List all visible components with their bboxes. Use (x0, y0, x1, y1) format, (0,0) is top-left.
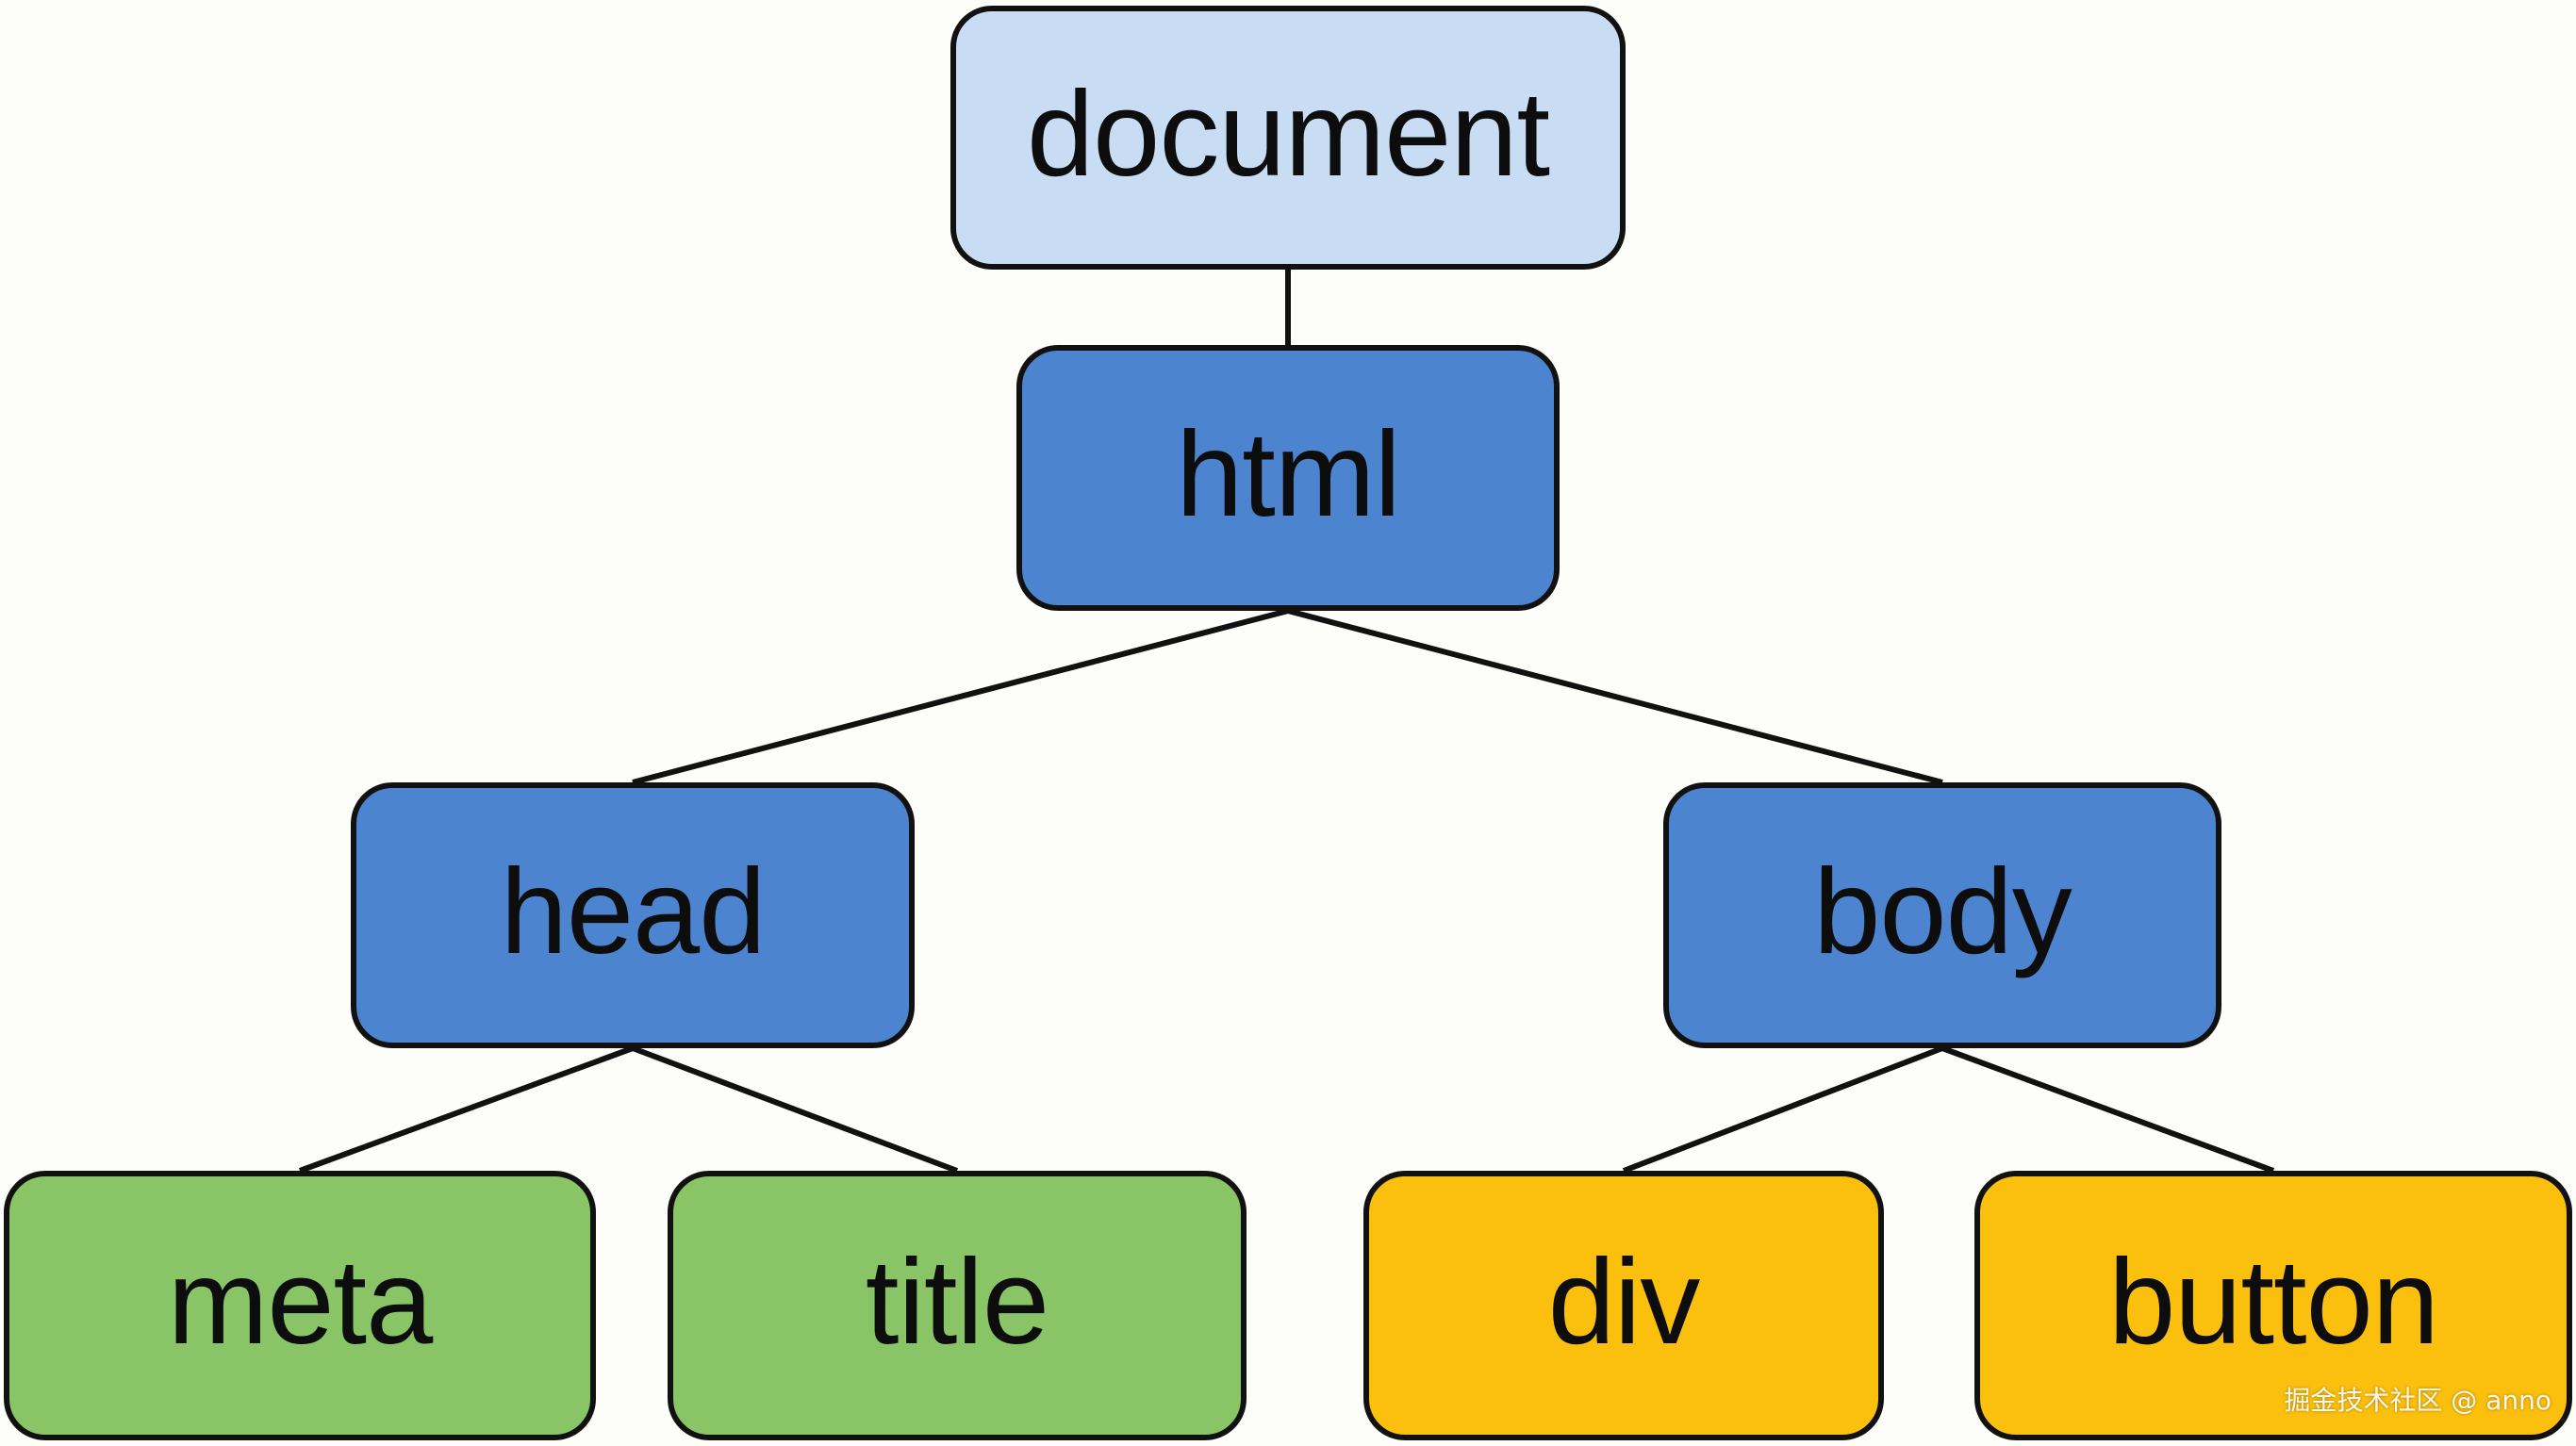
node-html: html (1016, 345, 1560, 611)
edge-html-head (632, 608, 1289, 785)
watermark: 掘金技术社区 @ anno (2284, 1385, 2551, 1416)
node-meta: meta (4, 1171, 596, 1440)
node-document: document (950, 6, 1626, 270)
node-title-label: title (865, 1235, 1049, 1370)
node-button-label: button (2108, 1235, 2439, 1370)
node-body-label: body (1813, 845, 2072, 979)
node-body: body (1663, 782, 2221, 1048)
edge-head-meta (298, 1045, 635, 1174)
node-div-label: div (1547, 1235, 1701, 1370)
node-meta-label: meta (167, 1235, 434, 1370)
node-head-label: head (500, 845, 767, 979)
edge-body-button (1940, 1045, 2275, 1174)
node-button: button (1974, 1171, 2572, 1440)
node-title: title (668, 1171, 1247, 1440)
node-div: div (1363, 1171, 1884, 1440)
node-html-label: html (1176, 407, 1401, 542)
node-head: head (351, 782, 915, 1048)
edge-body-div (1622, 1045, 1944, 1174)
edge-html-body (1287, 608, 1943, 785)
edge-head-title (631, 1045, 959, 1174)
node-document-label: document (1026, 67, 1550, 202)
